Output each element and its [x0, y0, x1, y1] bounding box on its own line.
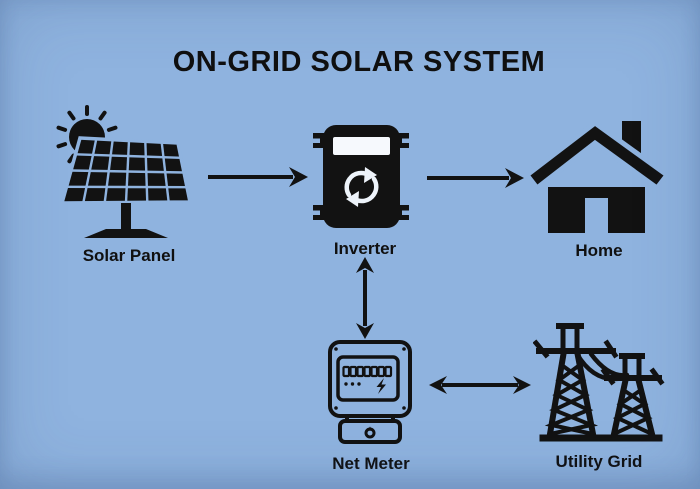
- home-label: Home: [575, 241, 623, 260]
- net-meter-label: Net Meter: [332, 454, 410, 473]
- transmission-towers-icon: [533, 323, 665, 442]
- arrow-solar-to-inverter: [208, 167, 308, 187]
- diagram-title: ON-GRID SOLAR SYSTEM: [172, 46, 546, 78]
- arrow-inverter-to-home: [427, 168, 524, 188]
- arrow-inverter-netmeter-twoway: [356, 257, 374, 339]
- inverter-label: Inverter: [333, 239, 397, 258]
- solar-panel-sun-icon: [56, 105, 193, 238]
- utility-grid-label: Utility Grid: [555, 452, 643, 471]
- house-icon: [525, 119, 669, 233]
- electric-meter-icon: [328, 340, 412, 444]
- inverter-icon: [313, 125, 409, 228]
- arrow-netmeter-utilitygrid-twoway: [429, 376, 531, 394]
- solar-panel-label: Solar Panel: [82, 246, 176, 265]
